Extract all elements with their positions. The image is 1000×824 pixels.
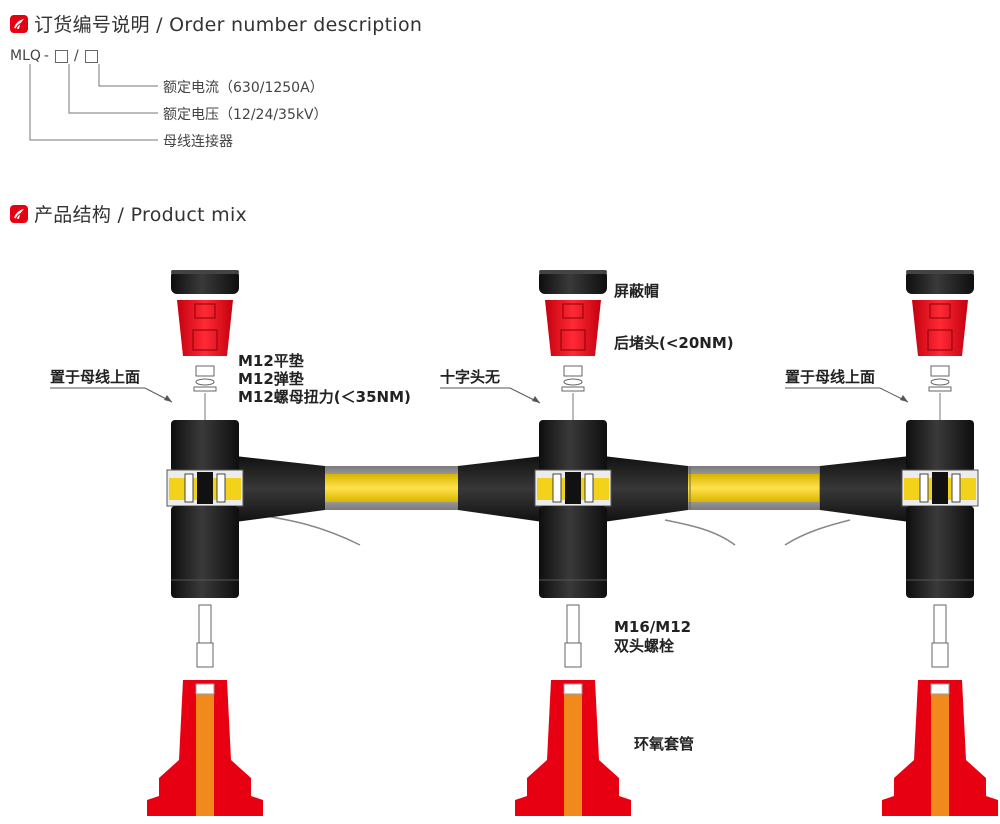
flat-washer: [928, 386, 952, 392]
code-dash: -: [43, 48, 49, 64]
spring-washer: [563, 378, 583, 386]
order-desc-voltage: 额定电压（12/24/35kV）: [163, 107, 328, 123]
label-cross-head: 十字头无: [440, 368, 501, 386]
label-washer-spring: M12弹垫: [238, 370, 304, 388]
upper-body: [539, 420, 607, 472]
connector-assemblies: [147, 270, 998, 816]
brand-logo-icon: [10, 204, 28, 223]
joint-core: [565, 472, 581, 504]
order-section-title: 订货编号说明 / Order number description: [34, 14, 423, 36]
spring-washer: [930, 378, 950, 386]
label-epoxy-bushing: 环氧套管: [634, 735, 695, 753]
shield-cap: [906, 270, 974, 294]
brand-logo-icon: [10, 14, 28, 33]
product-section-header: 产品结构 / Product mix: [10, 200, 247, 227]
shield-cap: [171, 270, 239, 294]
upper-body: [171, 420, 239, 472]
side-cone: [603, 456, 688, 522]
stud-bolt: [566, 604, 580, 644]
label-nut-torque: M12螺母扭力(＜35NM): [238, 388, 411, 406]
lower-body: [539, 506, 607, 598]
bushing-core: [196, 684, 214, 816]
label-back-plug: 后堵头(<20NM): [614, 334, 734, 352]
label-right-placement: 置于母线上面: [785, 368, 876, 386]
connector-assembly: [458, 270, 688, 816]
label-bolt-type: 双头螺栓: [614, 637, 675, 655]
code-voltage-box: [54, 49, 68, 63]
stud-bolt-base: [196, 642, 214, 668]
nut: [930, 365, 950, 377]
order-code: MLQ - /: [10, 48, 101, 64]
label-left-placement: 置于母线上面: [50, 368, 141, 386]
back-plug: [912, 300, 968, 356]
joint-core: [197, 472, 213, 504]
leader-arrows: [50, 387, 909, 404]
side-cone: [820, 456, 910, 522]
nut: [195, 365, 215, 377]
upper-body: [906, 420, 974, 472]
code-current-box: [84, 49, 98, 63]
leader-arrowheads: [164, 395, 908, 403]
label-shield-cap: 屏蔽帽: [614, 282, 660, 300]
side-cone: [458, 456, 543, 522]
label-bolt-size: M16/M12: [614, 618, 692, 636]
side-cone: [235, 456, 325, 522]
shield-cap: [539, 270, 607, 294]
label-washer-flat: M12平垫: [238, 352, 304, 370]
lower-body: [906, 506, 974, 598]
nut: [563, 365, 583, 377]
connector-assembly: [820, 270, 998, 816]
back-plug: [545, 300, 601, 356]
spring-washer: [195, 378, 215, 386]
back-plug: [177, 300, 233, 356]
stud-bolt: [933, 604, 947, 644]
order-desc-type: 母线连接器: [163, 134, 233, 150]
joint-core: [932, 472, 948, 504]
flat-washer: [193, 386, 217, 392]
stud-bolt: [198, 604, 212, 644]
lower-body: [171, 506, 239, 598]
bushing-core: [564, 684, 582, 816]
product-section-title: 产品结构 / Product mix: [34, 204, 248, 226]
bushing-core: [931, 684, 949, 816]
connector-assembly: [147, 270, 325, 816]
order-code-leader-lines: [29, 64, 158, 141]
code-prefix: MLQ: [10, 48, 41, 64]
flat-washer: [561, 386, 585, 392]
stud-bolt-base: [931, 642, 949, 668]
order-section-header: 订货编号说明 / Order number description: [10, 10, 422, 37]
code-slash: /: [73, 48, 79, 64]
stud-bolt-base: [564, 642, 582, 668]
order-desc-current: 额定电流（630/1250A）: [163, 80, 324, 96]
